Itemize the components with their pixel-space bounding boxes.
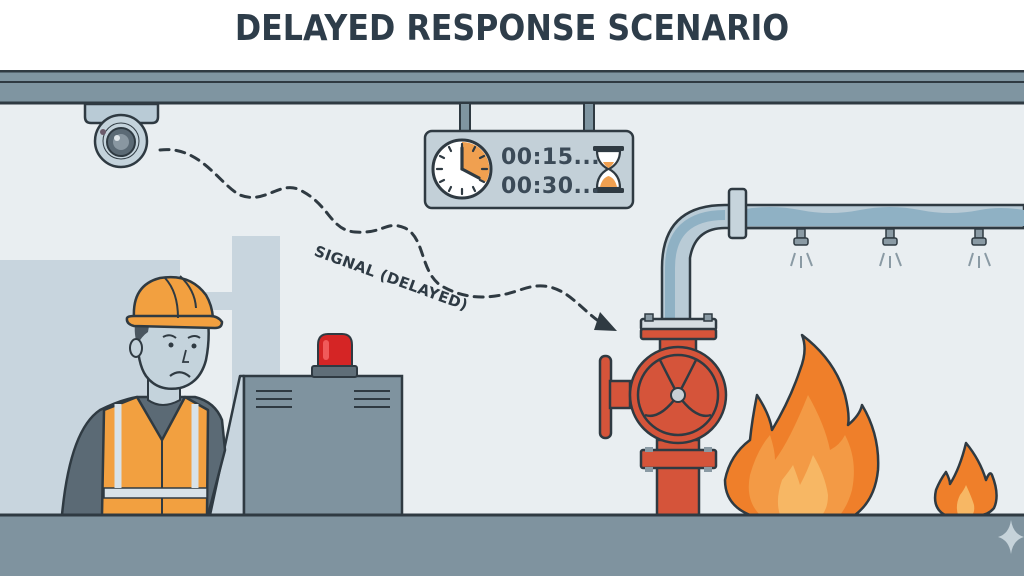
ceiling-beam — [0, 70, 1024, 105]
floor — [0, 513, 1024, 576]
clock-icon — [431, 138, 493, 200]
page-title: DELAYED RESPONSE SCENARIO — [234, 8, 790, 49]
gate-valve-icon — [598, 313, 728, 518]
sprinkler-head-icon — [790, 228, 813, 268]
signal-path — [158, 148, 602, 324]
scene-illustration: 00:15... 00:30... SIGNAL (DELAYED) — [0, 70, 1024, 576]
timer-panel — [423, 102, 635, 210]
sprinkler-head-icon — [879, 228, 902, 268]
signal-arrowhead-icon — [594, 312, 617, 331]
timer-line-2: 00:30... — [501, 174, 601, 199]
small-flame-icon — [933, 441, 998, 517]
security-camera-icon — [83, 102, 160, 169]
worried-worker-figure — [60, 275, 227, 517]
sparkle-icon — [998, 520, 1024, 554]
alarm-light-icon — [311, 333, 358, 378]
large-flame-icon — [723, 333, 880, 517]
hourglass-icon — [593, 146, 624, 193]
sprinkler-pipe — [660, 187, 1024, 327]
sprinkler-head-icon — [968, 228, 991, 268]
timer-line-1: 00:15... — [501, 145, 601, 170]
